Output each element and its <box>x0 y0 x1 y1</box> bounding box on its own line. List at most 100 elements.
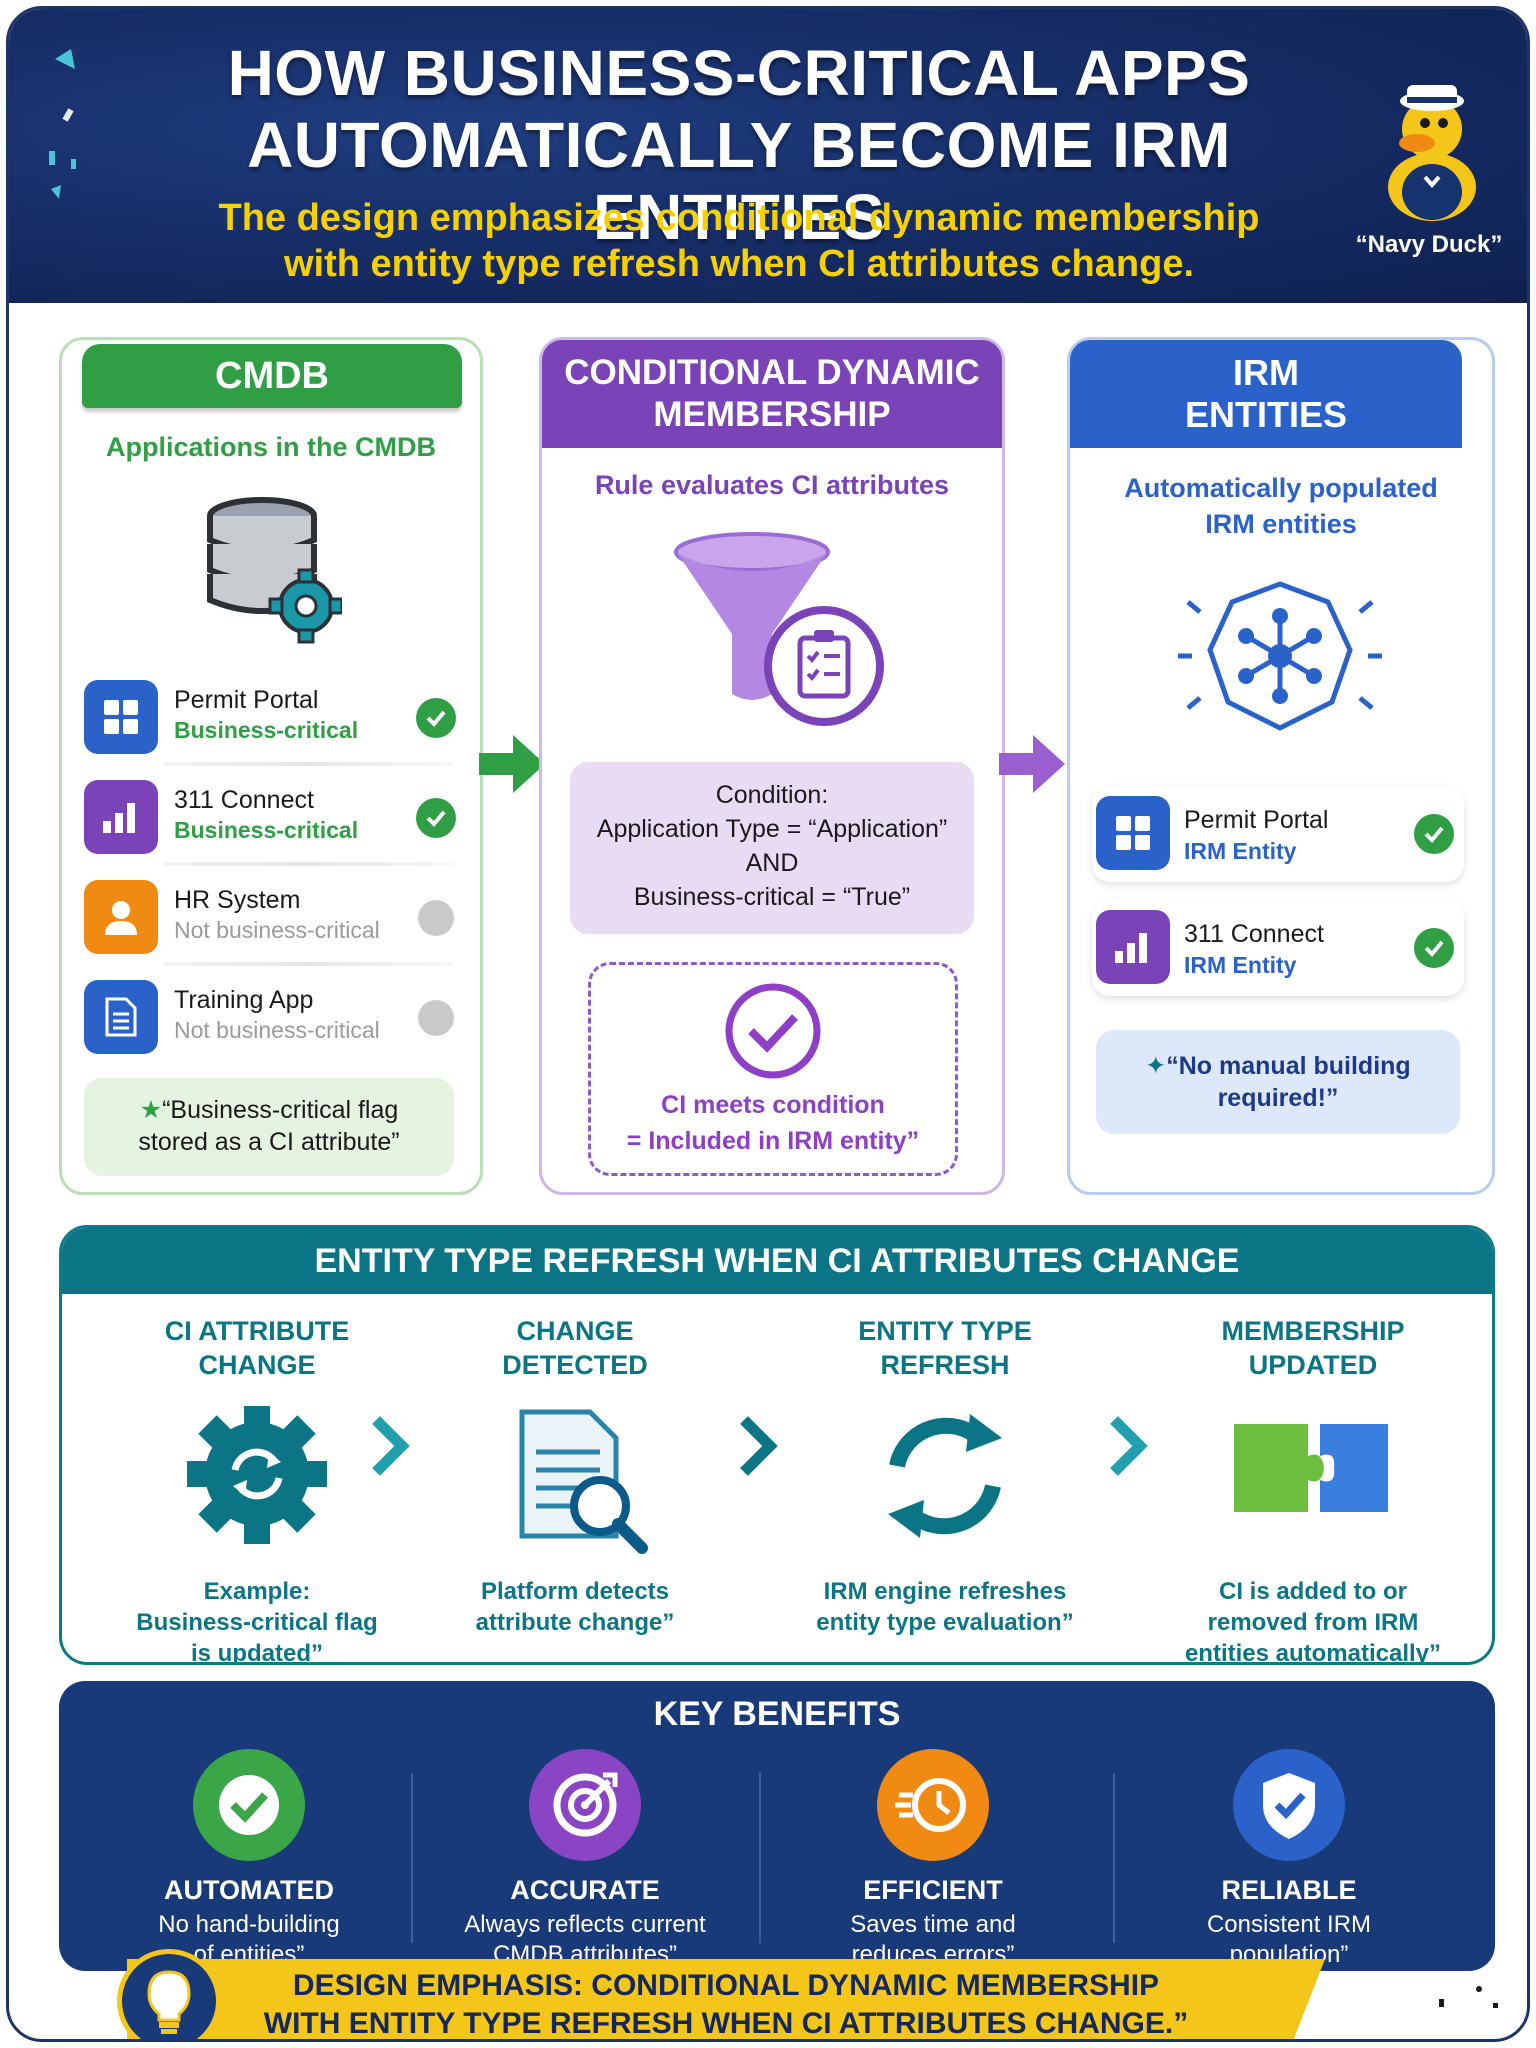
step-text: CI is added to or removed from IRM entit… <box>1184 1578 1442 1665</box>
condition-result: CI meets condition = Included in IRM ent… <box>588 962 958 1176</box>
step-heading: CI ATTRIBUTE <box>164 1316 350 1346</box>
network-hub-icon <box>1178 581 1382 731</box>
sparkle-icon: ✦ <box>1145 1052 1167 1080</box>
step-heading: CHANGE <box>516 1316 634 1346</box>
cmdb-app-row-2: HR System Not business-critical <box>84 872 464 966</box>
status-dot <box>418 900 454 936</box>
status-dot <box>418 1000 454 1036</box>
refresh-step-1: CHANGE DETECTED Platform detects attribu… <box>410 1314 740 1636</box>
navy-duck-mascot-icon <box>1388 85 1476 221</box>
person-icon <box>84 880 158 954</box>
refresh-title: ENTITY TYPE REFRESH WHEN CI ATTRIBUTES C… <box>62 1228 1492 1294</box>
header: HOW BUSINESS-CRITICAL APPS AUTOMATICALLY… <box>9 9 1527 303</box>
benefit-heading: RELIABLE <box>1221 1875 1357 1905</box>
database-gear-icon <box>207 497 342 644</box>
grid-icon <box>84 680 158 754</box>
condition-box: Condition: Application Type = “Applicati… <box>570 762 974 934</box>
lightbulb-icon <box>117 1949 221 2039</box>
bar-chart-icon <box>1096 910 1170 984</box>
step-heading: UPDATED <box>1248 1350 1378 1380</box>
cmdb-note: ★“Business-critical flag stored as a CI … <box>84 1078 454 1176</box>
check-icon <box>416 698 456 738</box>
confetti-decoration <box>1439 1986 1498 2008</box>
app-status: Business-critical <box>174 717 359 743</box>
step-heading: CHANGE <box>198 1350 316 1380</box>
document-search-icon <box>519 1409 648 1554</box>
irm-title: IRM ENTITIES <box>1070 340 1462 448</box>
benefit-heading: EFFICIENT <box>863 1875 1003 1905</box>
check-icon <box>1414 814 1454 854</box>
document-icon <box>84 980 158 1054</box>
benefits-title: KEY BENEFITS <box>653 1695 901 1733</box>
page-subtitle: The design emphasizes conditional dynami… <box>218 197 1260 285</box>
irm-note: ✦“No manual building required!” <box>1096 1030 1460 1134</box>
confetti-decoration <box>49 49 76 199</box>
cmdb-app-row-3: Training App Not business-critical <box>84 972 464 1062</box>
step-heading: ENTITY TYPE <box>858 1316 1032 1346</box>
check-icon <box>416 798 456 838</box>
step-heading: REFRESH <box>880 1350 1010 1380</box>
benefit-heading: ACCURATE <box>510 1875 660 1905</box>
step-text: IRM engine refreshes entity type evaluat… <box>816 1578 1074 1636</box>
check-circle-icon <box>725 983 821 1079</box>
cmdb-subtitle: Applications in the CMDB <box>106 432 436 462</box>
chevron-right-icon <box>372 1416 410 1476</box>
page-title: HOW BUSINESS-CRITICAL APPS AUTOMATICALLY… <box>227 37 1251 253</box>
design-emphasis-banner: DESIGN EMPHASIS: CONDITIONAL DYNAMIC MEM… <box>127 1959 1325 2039</box>
app-name: 311 Connect <box>174 786 314 814</box>
step-heading: MEMBERSHIP <box>1221 1316 1405 1346</box>
step-text: Platform detects attribute change” <box>475 1578 675 1636</box>
funnel-clipboard-icon <box>674 532 884 726</box>
app-name: Training App <box>174 986 314 1014</box>
target-icon <box>529 1749 641 1861</box>
bar-chart-icon <box>84 780 158 854</box>
app-status: Not business-critical <box>174 1017 380 1043</box>
entity-status: IRM Entity <box>1184 838 1297 864</box>
infographic-frame: HOW BUSINESS-CRITICAL APPS AUTOMATICALLY… <box>6 6 1530 2042</box>
entity-name: 311 Connect <box>1184 920 1324 948</box>
cmdb-app-row-0: Permit Portal Business-critical <box>84 672 464 766</box>
app-status: Business-critical <box>174 817 359 843</box>
step-text: Example: Business-critical flag is updat… <box>136 1578 378 1665</box>
app-name: Permit Portal <box>174 686 319 714</box>
check-circle-icon <box>193 1749 305 1861</box>
condition-subtitle: Rule evaluates CI attributes <box>594 470 950 500</box>
fast-clock-icon <box>877 1749 989 1861</box>
check-icon <box>1414 928 1454 968</box>
refresh-icon <box>888 1414 1002 1538</box>
app-name: HR System <box>174 886 301 914</box>
cmdb-title: CMDB <box>82 344 462 408</box>
irm-panel: IRM ENTITIES Automatically populated IRM… <box>1067 337 1495 1195</box>
cmdb-panel: CMDB Applications in the CMDB <box>59 337 483 1195</box>
grid-icon <box>1096 796 1170 870</box>
condition-panel: CONDITIONAL DYNAMIC MEMBERSHIP Rule eval… <box>539 337 1005 1195</box>
arrow-right-icon <box>999 735 1065 793</box>
shield-check-icon <box>1233 1749 1345 1861</box>
mascot-label: “Navy Duck” <box>1355 231 1503 258</box>
refresh-step-0: CI ATTRIBUTE CHANGE Example: <box>92 1314 422 1662</box>
gear-refresh-icon <box>187 1406 327 1544</box>
chevron-right-icon <box>1110 1416 1148 1476</box>
irm-subtitle: Automatically populated IRM entities <box>1124 473 1438 539</box>
condition-title: CONDITIONAL DYNAMIC MEMBERSHIP <box>542 340 1002 448</box>
step-heading: DETECTED <box>502 1350 648 1380</box>
app-status: Not business-critical <box>174 917 380 943</box>
chevron-right-icon <box>740 1416 778 1476</box>
benefit-heading: AUTOMATED <box>164 1875 334 1905</box>
puzzle-icon <box>1234 1424 1388 1512</box>
entity-status: IRM Entity <box>1184 952 1297 978</box>
irm-entity-row-0: Permit Portal IRM Entity <box>1092 786 1464 882</box>
refresh-step-3: MEMBERSHIP UPDATED CI is added to or rem… <box>1148 1314 1478 1662</box>
entity-refresh-section: ENTITY TYPE REFRESH WHEN CI ATTRIBUTES C… <box>59 1225 1495 1665</box>
arrow-right-icon <box>479 735 545 793</box>
entity-name: Permit Portal <box>1184 806 1329 834</box>
cmdb-app-row-1: 311 Connect Business-critical <box>84 772 464 866</box>
refresh-step-2: ENTITY TYPE REFRESH IRM engine refreshes… <box>780 1314 1110 1636</box>
star-icon: ★ <box>139 1096 163 1124</box>
irm-entity-row-1: 311 Connect IRM Entity <box>1092 900 1464 996</box>
